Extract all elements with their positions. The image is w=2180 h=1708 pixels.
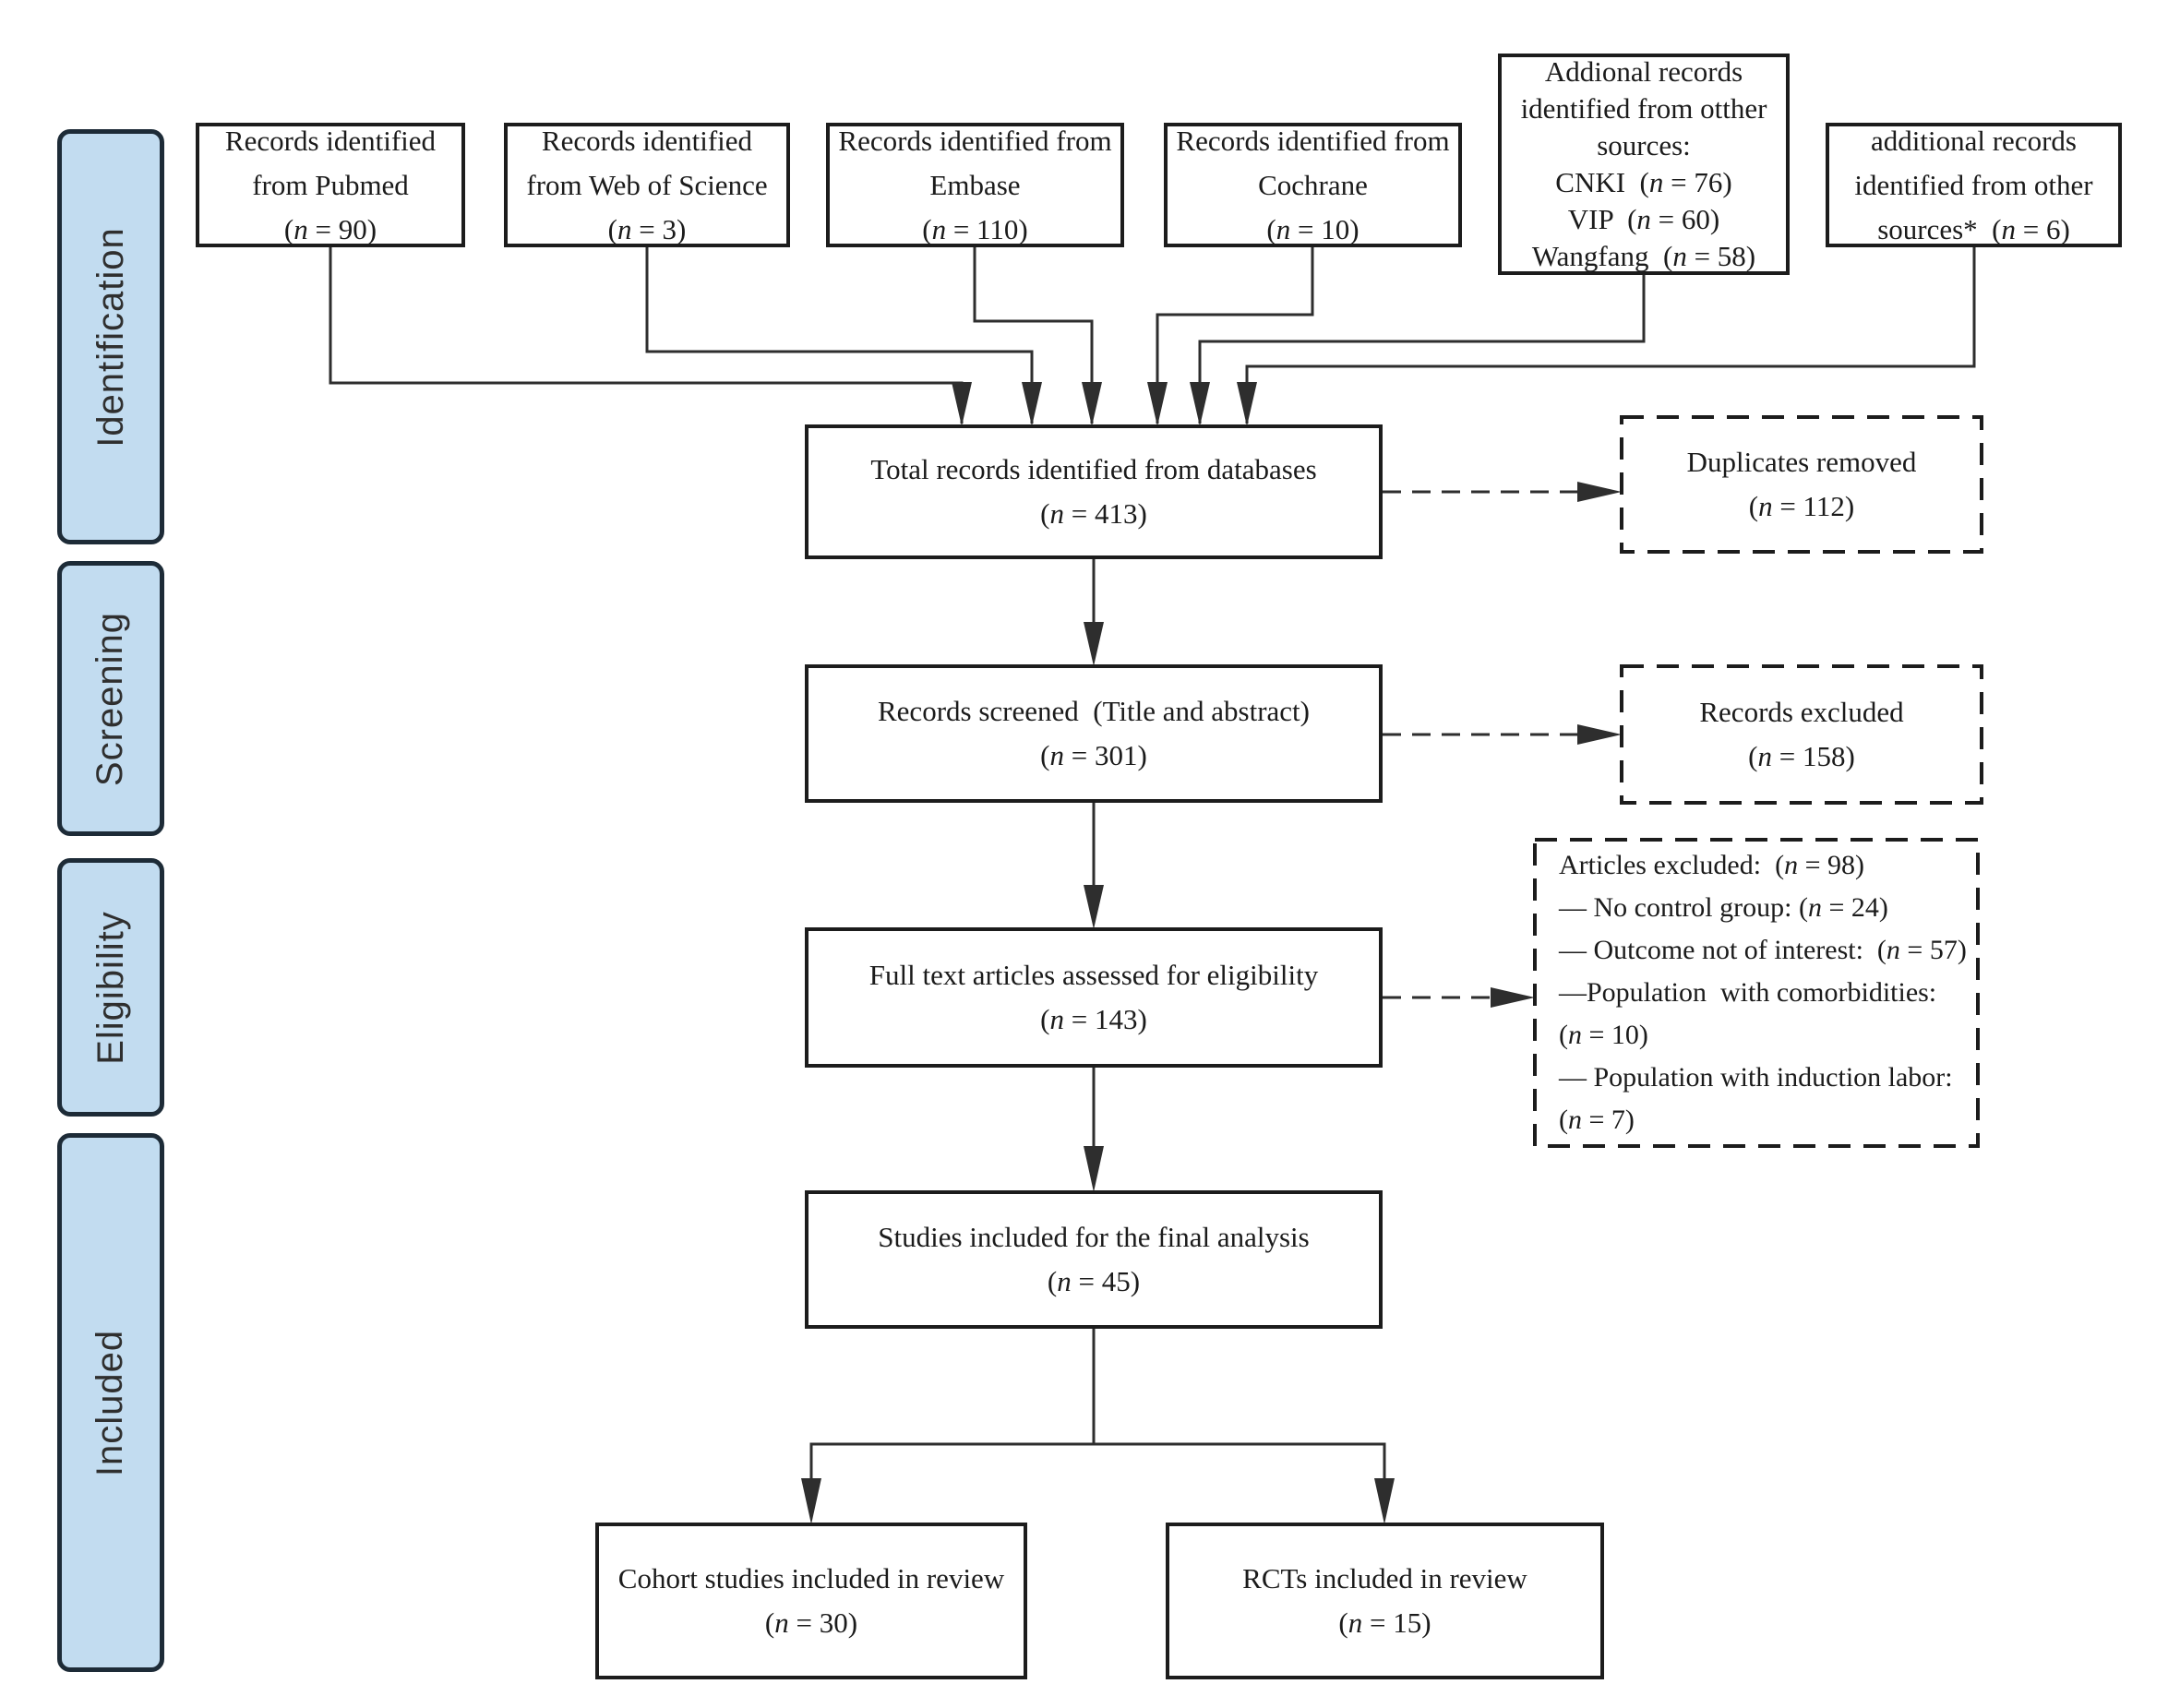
connector-split-rcts <box>1094 1442 1386 1480</box>
connector-studies-split <box>809 1329 1096 1480</box>
dashed-box-articles-excluded-text: Articles excluded: (n = 98)— No control … <box>1559 850 1967 1135</box>
flow-box-total-records: Total records identified from databases(… <box>805 424 1383 559</box>
connector-cochrane-total <box>1156 247 1314 424</box>
dashed-box-records-excluded: Records excluded(n = 158) <box>1622 666 1982 803</box>
dashed-box-articles-excluded-outline <box>1533 838 1980 1148</box>
dashed-box-duplicates-outline <box>1620 415 1983 554</box>
final-box-rcts: RCTs included in review(n = 15) <box>1166 1523 1604 1679</box>
flow-box-records-screened: Records screened (Title and abstract)(n … <box>805 664 1383 803</box>
final-box-rcts-text: RCTs included in review(n = 15) <box>1242 1562 1527 1639</box>
dashed-box-articles-excluded: Articles excluded: (n = 98)— No control … <box>1535 840 1978 1146</box>
flow-box-studies-included-text: Studies included for the final analysis(… <box>878 1221 1310 1297</box>
final-box-cohort-studies: Cohort studies included in review(n = 30… <box>595 1523 1027 1679</box>
dashed-box-duplicates-removed: Duplicates removed(n = 112) <box>1622 417 1982 552</box>
stage-eligibility: Eligibility <box>57 858 164 1117</box>
flow-box-full-text-assessed: Full text articles assessed for eligibil… <box>805 927 1383 1068</box>
flow-box-total-records-text: Total records identified from databases(… <box>870 453 1317 530</box>
dashed-box-records-excluded-text: Records excluded(n = 158) <box>1699 696 1904 772</box>
flow-box-records-screened-text: Records screened (Title and abstract)(n … <box>878 695 1310 771</box>
connector-othercn-total <box>1198 275 1646 424</box>
arrowheads <box>801 382 1622 1524</box>
dashed-box-records-excluded-outline <box>1620 664 1983 805</box>
stage-included: Included <box>57 1133 164 1672</box>
stage-identification-label: Identification <box>90 226 131 448</box>
stage-included-label: Included <box>90 1329 131 1476</box>
final-box-cohort-studies-text: Cohort studies included in review(n = 30… <box>617 1562 1005 1639</box>
stage-eligibility-label: Eligibility <box>90 910 131 1065</box>
stage-screening: Screening <box>57 561 164 836</box>
stage-screening-label: Screening <box>90 611 131 786</box>
stage-identification: Identification <box>57 129 164 544</box>
flow-box-full-text-assessed-text: Full text articles assessed for eligibil… <box>868 959 1319 1035</box>
connector-embase-total <box>973 247 1094 424</box>
flow-box-studies-included: Studies included for the final analysis(… <box>805 1190 1383 1329</box>
dashed-box-duplicates-removed-text: Duplicates removed(n = 112) <box>1686 446 1917 522</box>
